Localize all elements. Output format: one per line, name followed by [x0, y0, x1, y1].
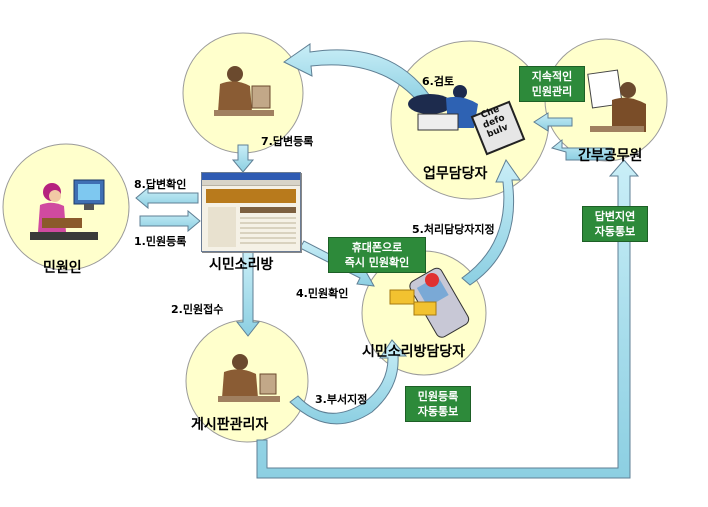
- phone-figure: [389, 267, 470, 338]
- portal-screenshot: [201, 172, 301, 252]
- step-7: 7.답변등록: [261, 135, 314, 148]
- arrow-exec-manage: [533, 112, 573, 132]
- executive-figure: [587, 69, 646, 132]
- step-8: 8.답변확인: [134, 178, 187, 191]
- arrow-dept-assign: [289, 339, 408, 425]
- arrow-complaint-register: [139, 209, 201, 233]
- step-4: 4.민원확인: [296, 287, 349, 300]
- step-2: 2.민원접수: [171, 303, 224, 316]
- note-mgmt-line1: 지속적인: [531, 70, 573, 83]
- label-channel-manager: 시민소리방담당자: [362, 344, 466, 360]
- arrow-receive-down: [235, 251, 261, 337]
- board-admin-figure: [218, 354, 280, 402]
- note-delay-line1: 답변지연: [594, 210, 636, 223]
- answer-register-figure: [214, 66, 274, 116]
- circle-citizen: [2, 143, 130, 271]
- arrow-assign: [461, 158, 521, 286]
- step-1: 1.민원등록: [134, 235, 187, 248]
- label-citizen: 민원인: [43, 260, 82, 276]
- step-6: 6.검토: [422, 75, 455, 88]
- label-portal: 시민소리방: [209, 257, 274, 273]
- citizen-figure: [30, 179, 105, 240]
- dept-manager-figure: [408, 85, 526, 156]
- label-executive: 간부공무원: [578, 148, 643, 164]
- step-5: 5.처리담당자지정: [412, 223, 495, 236]
- note-auto-line2: 자동통보: [417, 405, 459, 418]
- arrow-delay-to-dept: [550, 138, 613, 161]
- arrow-review-return: [283, 43, 431, 105]
- arrow-delay-loop: [256, 159, 640, 479]
- arrow-answer-down: [231, 144, 255, 173]
- note-phone-line1: 휴대폰으로: [351, 241, 403, 254]
- note-auto-notify: 민원등록 자동통보: [405, 386, 471, 422]
- note-continuous-mgmt: 지속적인 민원관리: [519, 66, 585, 102]
- label-dept-manager: 업무담당자: [423, 166, 488, 182]
- note-mgmt-line2: 민원관리: [531, 85, 573, 98]
- note-phone-line2: 즉시 민원확인: [344, 256, 410, 269]
- label-board-admin: 게시판관리자: [191, 417, 269, 433]
- note-delay-notify: 답변지연 자동통보: [582, 206, 648, 242]
- arrow-answer-confirm: [135, 186, 199, 210]
- step-3: 3.부서지정: [315, 393, 368, 406]
- note-delay-line2: 자동통보: [594, 225, 636, 238]
- note-auto-line1: 민원등록: [417, 390, 459, 403]
- note-phone-confirm: 휴대폰으로 즉시 민원확인: [328, 237, 426, 273]
